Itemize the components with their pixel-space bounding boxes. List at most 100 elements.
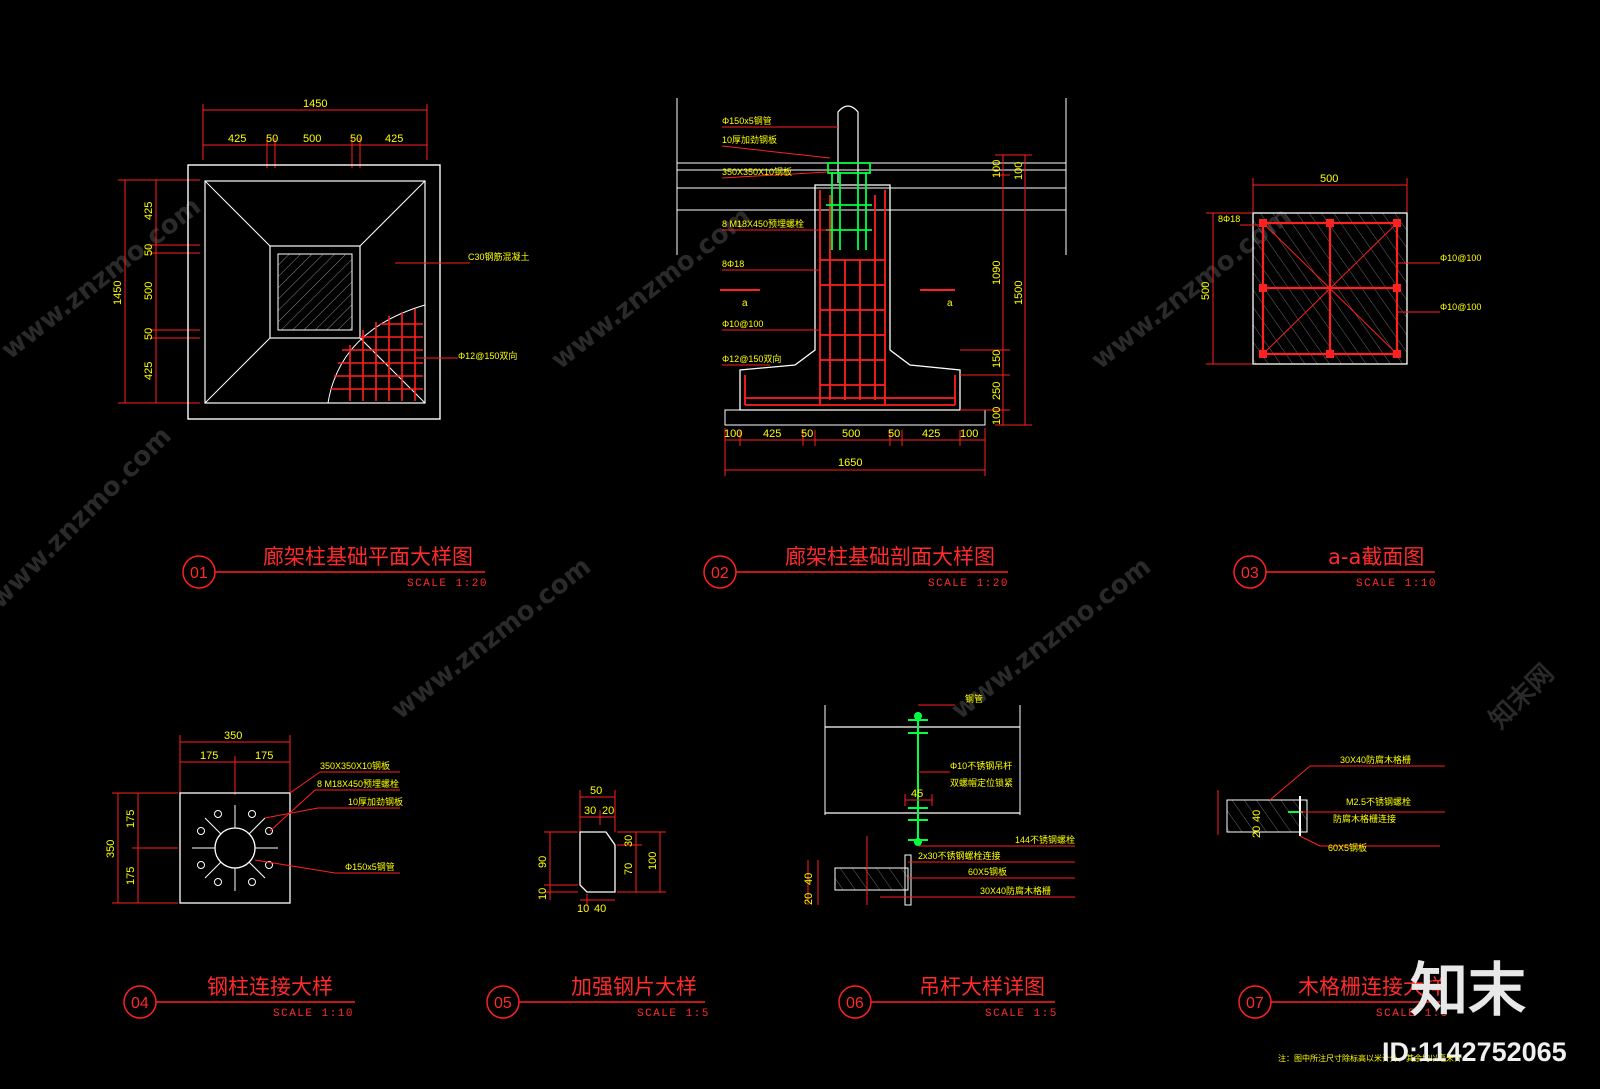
dim-r-1: 100 [991, 160, 1003, 178]
detail-number: 05 [494, 995, 512, 1012]
dim-r-3: 150 [991, 350, 1003, 368]
detail-title: 廊架柱基础平面大样图 [263, 545, 473, 569]
dim-left-2: 10 [537, 888, 549, 900]
dim-top-sub-1: 30 [584, 805, 596, 817]
detail-02-section: a a Φ150x5钢管 10厚加劲钢板 350X350X10钢板 8 M18X… [676, 98, 1067, 590]
note-3: 60X5钢板 [1328, 842, 1367, 853]
dim-left-overall: 1450 [112, 281, 124, 305]
dim-bottom-2: 40 [594, 903, 606, 915]
dim-left-1: 20 [803, 893, 815, 905]
base-plate [179, 792, 291, 904]
note-1: Φ10不锈钢吊杆 [950, 760, 1012, 771]
note-7: Φ12@150双向 [722, 353, 781, 364]
timber-member [834, 867, 909, 891]
detail-number: 04 [131, 995, 149, 1012]
dim-b-overall: 1650 [838, 457, 862, 469]
steel-plate [904, 854, 912, 906]
dim-b-6: 425 [922, 428, 940, 440]
rebar-grid [331, 309, 423, 401]
note-2: 10厚加劲钢板 [722, 134, 777, 145]
section-bottom-dims: 100 425 50 500 50 425 100 1650 [724, 428, 986, 476]
dim-top-4: 50 [350, 133, 362, 145]
footing-section [739, 184, 961, 411]
note-2: 双螺帽定位锁紧 [950, 777, 1013, 788]
watermark-text: 知末网 [1484, 659, 1560, 735]
dim-right-1: 30 [623, 835, 635, 847]
dim-left-1: 175 [125, 810, 137, 828]
dim-left-2: 175 [125, 867, 137, 885]
dim-b-5: 50 [888, 428, 900, 440]
note-3: 350X350X10钢板 [722, 166, 792, 177]
dim-top-1: 425 [228, 133, 246, 145]
rod-nut [914, 712, 922, 720]
note-rebar: Φ12@150双向 [458, 350, 517, 361]
stiffener-plate [579, 831, 616, 893]
detail-title: 廊架柱基础剖面大样图 [785, 545, 995, 569]
dim-b-4: 500 [842, 428, 860, 440]
detail-07-timber: 30X40防腐木格栅 M2.5不锈钢螺栓 防腐木格栅连接 60X5钢板 20 4… [1217, 754, 1462, 1063]
dim-b-3: 50 [801, 428, 813, 440]
detail-title: 钢柱连接大样 [207, 975, 333, 999]
detail-scale: SCALE 1:5 [637, 1008, 710, 1020]
dim-r-4: 250 [991, 382, 1003, 400]
note-top: 钢管 [965, 693, 983, 704]
dim-top-2: 175 [255, 750, 273, 762]
note-4: 2x30不锈钢螺栓连接 [918, 850, 1001, 861]
dim-left-2: 40 [1251, 810, 1263, 822]
detail-number: 06 [846, 995, 864, 1012]
watermark-text: www.znzmo.com [0, 192, 207, 366]
note-concrete: C30钢筋混凝土 [468, 251, 530, 262]
column-pedestal [269, 245, 361, 339]
dim-right-2: 70 [623, 863, 635, 875]
detail-06-hanger: 45 钢管 Φ10不锈钢吊杆 双螺帽定位锁紧 144不锈钢螺栓 2x30不锈钢螺… [803, 693, 1075, 1020]
detail-scale: SCALE 1:5 [1376, 1008, 1449, 1020]
dim-left-1: 20 [1251, 826, 1263, 838]
dim-b-2: 425 [763, 428, 781, 440]
detail-number: 01 [190, 565, 208, 582]
brand-logo: 知末 [1410, 956, 1526, 1024]
footnote: 注：图中所注尺寸除标高以米计外，其余均以毫米计 [1278, 1053, 1462, 1063]
detail-number: 02 [711, 565, 729, 582]
dim-r-2: 1090 [991, 261, 1003, 285]
note-5: 8Φ18 [722, 259, 744, 269]
note-5: 60X5钢板 [968, 866, 1007, 877]
note-3: 144不锈钢螺栓 [1015, 834, 1075, 845]
detail-title: a-a截面图 [1328, 545, 1424, 569]
detail-scale: SCALE 1:10 [1356, 578, 1437, 590]
note-1: Φ150x5钢管 [722, 115, 772, 126]
section-mark-right: a [947, 298, 953, 309]
dim-r-top: 100 [1013, 162, 1025, 180]
dim-top-overall: 350 [224, 730, 242, 742]
dim-left-2: 40 [803, 873, 815, 885]
note-4: 8 M18X450预埋螺栓 [722, 218, 804, 229]
steel-column [837, 105, 859, 183]
note-2: Φ10@100 [1440, 253, 1481, 263]
detail-scale: SCALE 1:5 [985, 1008, 1058, 1020]
note-1: 8Φ18 [1218, 214, 1240, 224]
detail-title: 加强钢片大样 [571, 975, 697, 999]
detail-title: 吊杆大样详图 [919, 975, 1045, 999]
footing-outline [187, 164, 441, 420]
dim-r-5: 100 [991, 407, 1003, 425]
aa-bars [1259, 219, 1401, 358]
detail-scale: SCALE 1:10 [273, 1008, 354, 1020]
dim-b-1: 100 [724, 428, 742, 440]
note-2: M2.5不锈钢螺栓 [1346, 796, 1411, 807]
detail-05-stiffener: 50 30 20 90 10 30 70 100 10 40 05 加强钢片大样… [486, 785, 710, 1020]
dim-bottom-1: 10 [577, 903, 589, 915]
dim-left-3: 500 [143, 282, 155, 300]
stiffeners [192, 805, 278, 891]
dim-left-1: 425 [143, 202, 155, 220]
note-4: 防腐木格栅连接 [1333, 813, 1396, 824]
dim-left-1: 90 [537, 856, 549, 868]
section-mark-left: a [742, 298, 748, 309]
dim-top: 50 [590, 785, 602, 797]
watermark-text: www.znzmo.com [0, 421, 178, 615]
rod-nut [914, 838, 922, 846]
dim-left-overall: 350 [105, 840, 117, 858]
dim-left: 500 [1200, 282, 1212, 300]
dim-left-2: 50 [143, 244, 155, 256]
note-4: Φ150x5钢管 [345, 861, 395, 872]
